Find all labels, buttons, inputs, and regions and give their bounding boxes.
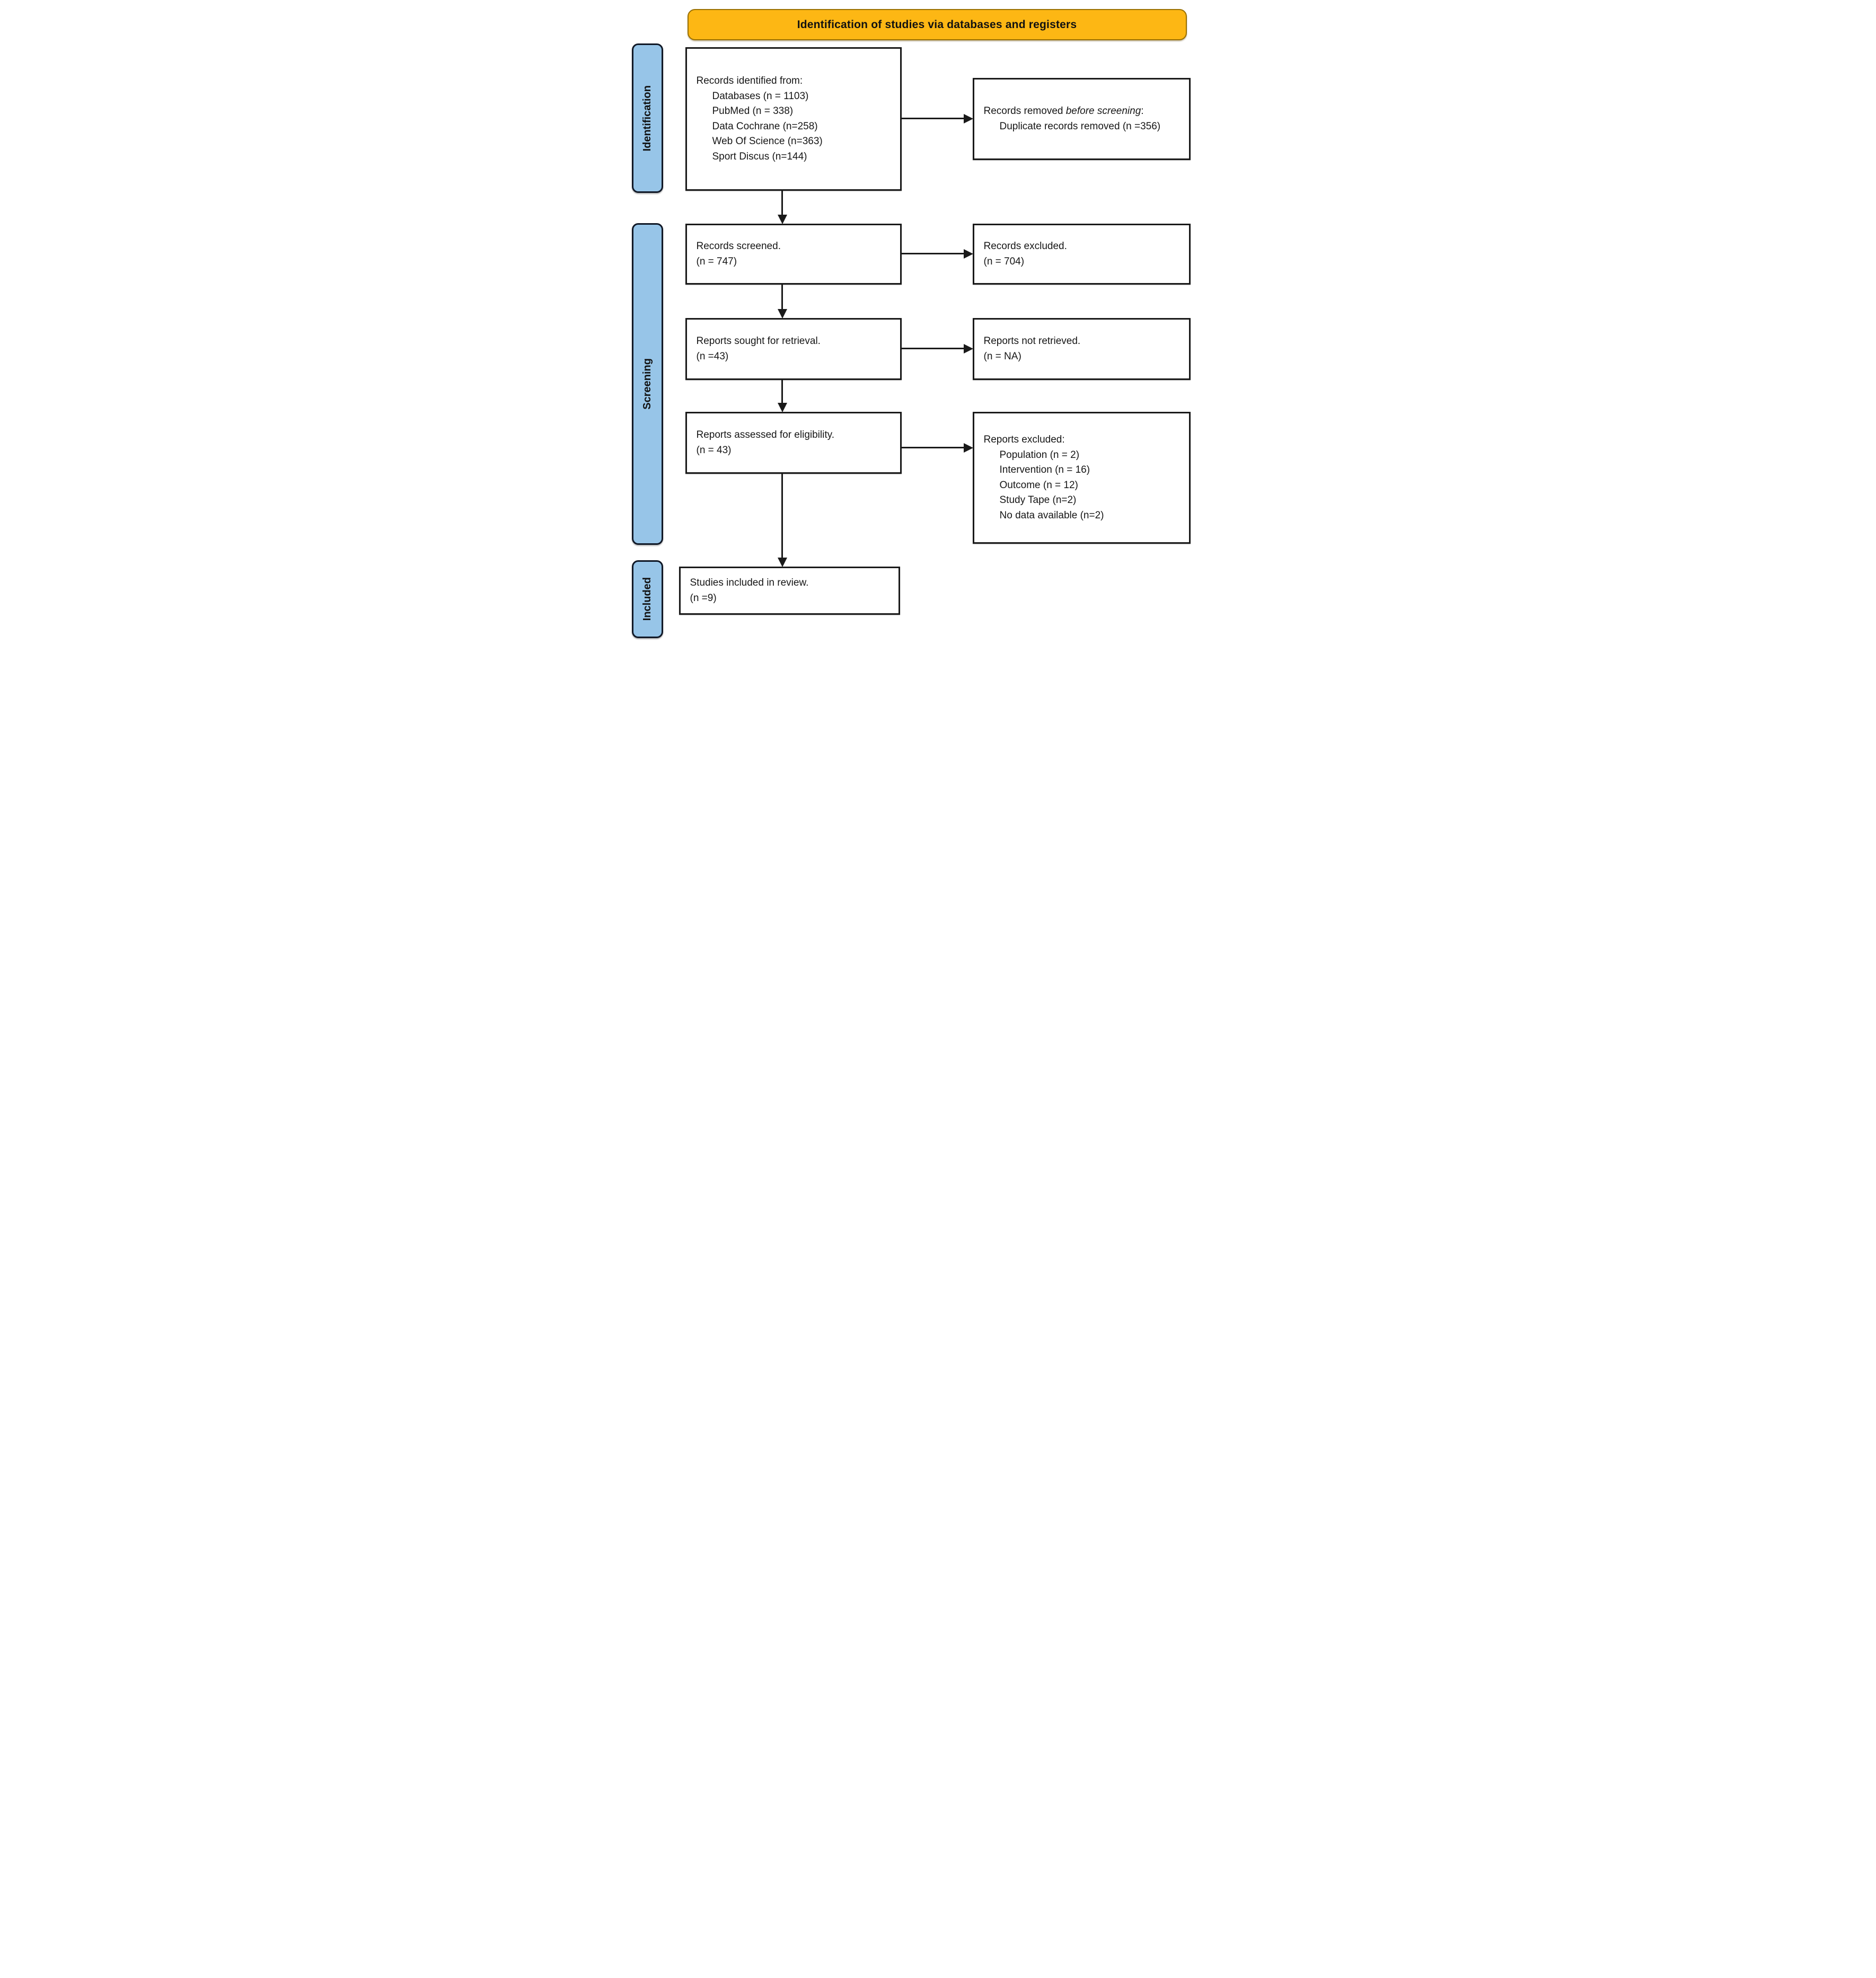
reports-sought-title: Reports sought for retrieval.: [696, 335, 821, 347]
reports-not-retrieved-count: (n = NA): [983, 350, 1021, 362]
reports-sought-count: (n =43): [696, 350, 729, 362]
arrow-identified-to-screened-shaft: [781, 191, 783, 215]
records-excluded-count: (n = 704): [983, 255, 1025, 267]
reports-excluded-item-population: Population (n = 2): [999, 449, 1080, 461]
stage-screening-label: Screening: [641, 358, 653, 410]
records-removed-prefix: Records removed: [983, 105, 1066, 117]
stage-identification: Identification: [631, 43, 663, 193]
box-reports-assessed: Reports assessed for eligibility. (n = 4…: [685, 412, 902, 474]
arrow-right-icon: [963, 114, 973, 123]
reports-excluded-item-outcome: Outcome (n = 12): [999, 479, 1078, 491]
box-studies-included: Studies included in review. (n =9): [679, 567, 900, 615]
stage-included: Included: [631, 560, 663, 638]
arrow-assessed-to-included-shaft: [781, 474, 783, 558]
records-identified-title: Records identified from:: [696, 75, 803, 86]
box-reports-not-retrieved: Reports not retrieved. (n = NA): [972, 318, 1191, 380]
reports-assessed-count: (n = 43): [696, 444, 732, 456]
stage-screening: Screening: [631, 223, 663, 545]
records-screened-count: (n = 747): [696, 255, 737, 267]
studies-included-count: (n =9): [690, 592, 717, 604]
records-removed-title: Records removed before screening:: [984, 104, 1185, 119]
arrow-down-icon: [777, 558, 787, 567]
box-reports-sought: Reports sought for retrieval. (n =43): [685, 318, 902, 380]
arrow-sought-to-assessed-shaft: [781, 380, 783, 403]
stage-included-label: Included: [641, 577, 653, 621]
arrow-down-icon: [777, 403, 787, 412]
box-records-excluded: Records excluded. (n = 704): [972, 224, 1191, 285]
arrow-screened-to-excluded-shaft: [901, 253, 965, 254]
records-removed-item-duplicates: Duplicate records removed (n =356): [999, 120, 1161, 132]
stage-identification-label: Identification: [641, 85, 653, 152]
arrow-assessed-to-reportsexcluded-shaft: [901, 447, 965, 448]
records-identified-item-cochrane: Data Cochrane (n=258): [712, 120, 818, 132]
title-banner: Identification of studies via databases …: [687, 9, 1187, 40]
arrow-sought-to-notretrieved-shaft: [901, 348, 965, 349]
reports-assessed-title: Reports assessed for eligibility.: [696, 429, 834, 440]
arrow-screened-to-sought-shaft: [781, 285, 783, 310]
studies-included-title: Studies included in review.: [690, 577, 809, 588]
records-identified-item-sportdiscus: Sport Discus (n=144): [712, 151, 807, 162]
arrow-right-icon: [963, 344, 973, 354]
reports-excluded-item-intervention: Intervention (n = 16): [999, 464, 1090, 475]
records-identified-item-pubmed: PubMed (n = 338): [712, 105, 794, 117]
reports-excluded-item-studytape: Study Tape (n=2): [999, 494, 1077, 506]
reports-excluded-title: Reports excluded:: [983, 434, 1065, 445]
box-records-identified: Records identified from: Databases (n = …: [685, 47, 902, 191]
box-reports-excluded: Reports excluded: Population (n = 2) Int…: [972, 412, 1191, 544]
arrow-right-icon: [963, 249, 973, 259]
box-records-removed: Records removed before screening: Duplic…: [972, 78, 1191, 160]
arrow-down-icon: [777, 309, 787, 319]
reports-not-retrieved-title: Reports not retrieved.: [983, 335, 1081, 347]
records-removed-suffix: :: [1141, 105, 1144, 117]
records-identified-item-databases: Databases (n = 1103): [712, 90, 809, 102]
arrow-identified-to-removed-shaft: [901, 118, 965, 119]
prisma-flow-diagram: Identification of studies via databases …: [625, 0, 1251, 659]
records-excluded-title: Records excluded.: [983, 241, 1067, 252]
arrow-right-icon: [963, 443, 973, 453]
title-banner-label: Identification of studies via databases …: [797, 18, 1077, 31]
records-removed-italic: before screening: [1065, 105, 1141, 117]
reports-excluded-item-nodata: No data available (n=2): [999, 509, 1104, 521]
box-records-screened: Records screened. (n = 747): [685, 224, 902, 285]
arrow-down-icon: [777, 215, 787, 224]
records-identified-item-webofscience: Web Of Science (n=363): [712, 136, 823, 147]
records-screened-title: Records screened.: [696, 241, 781, 252]
